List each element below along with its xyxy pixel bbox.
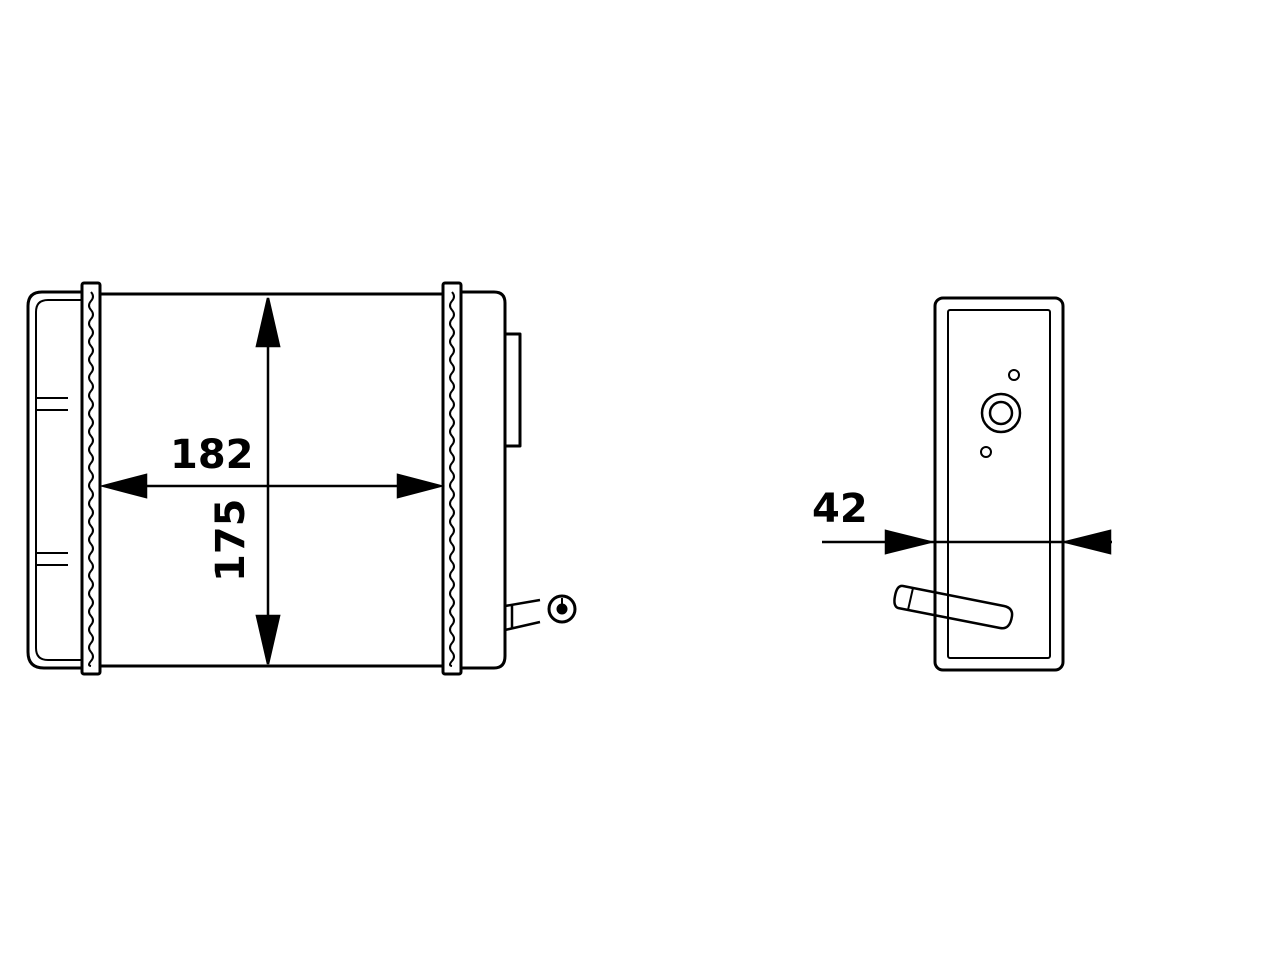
width-dimension-label: 182 [170, 432, 254, 478]
outlet-pipe [504, 598, 541, 632]
right-tank-boss [503, 332, 522, 448]
depth-arrow-right [1065, 529, 1112, 555]
bleed-valve [547, 594, 577, 624]
port-inner-ring [988, 400, 1014, 426]
port-outer-ring [980, 392, 1022, 434]
height-dimension-label: 175 [208, 499, 254, 583]
front-dimensions [99, 297, 445, 665]
height-arrow-bottom [255, 614, 281, 665]
width-arrow-left [99, 473, 148, 499]
side-outer-frame [933, 296, 1065, 672]
height-arrow-top [255, 297, 281, 348]
side-pipe [893, 584, 1014, 630]
left-tank-inner [35, 299, 82, 661]
right-header-plate [441, 281, 463, 676]
side-pipe-edge [907, 587, 914, 611]
depth-dimension-label: 42 [812, 486, 868, 532]
left-header-wave [88, 291, 94, 667]
left-tank [26, 290, 82, 670]
side-view [893, 296, 1065, 672]
mount-hole-bottom [980, 446, 992, 458]
side-inner-frame [947, 309, 1051, 659]
depth-arrow-left [884, 529, 931, 555]
mount-hole-top [1008, 369, 1020, 381]
right-tank [461, 290, 507, 670]
left-header-plate [80, 281, 102, 676]
side-dimensions [822, 529, 1112, 555]
right-header-wave [449, 291, 455, 667]
front-view [26, 281, 577, 676]
width-arrow-right [396, 473, 445, 499]
